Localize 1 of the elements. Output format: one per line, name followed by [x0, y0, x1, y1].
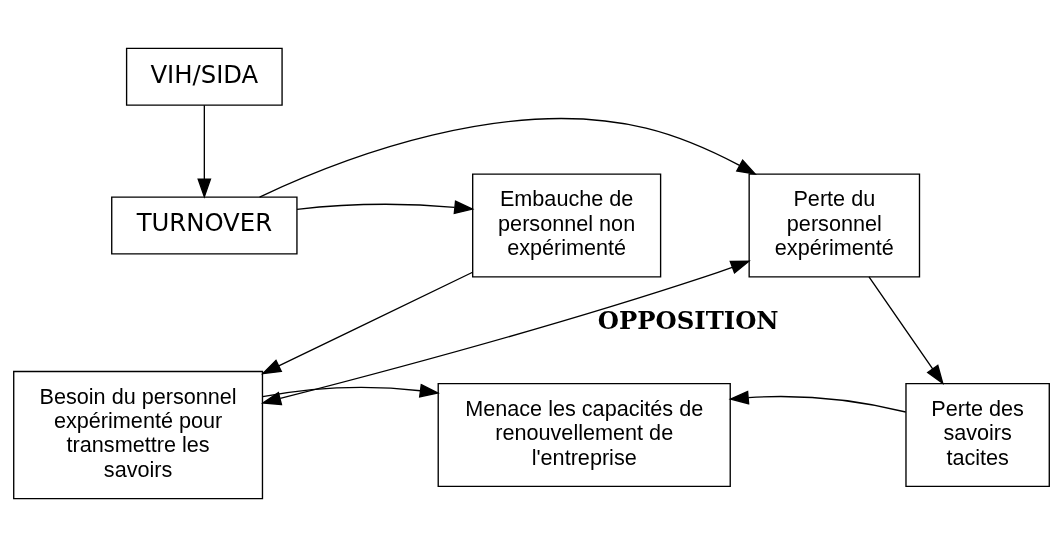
edge-label: OPPOSITION: [597, 305, 779, 335]
